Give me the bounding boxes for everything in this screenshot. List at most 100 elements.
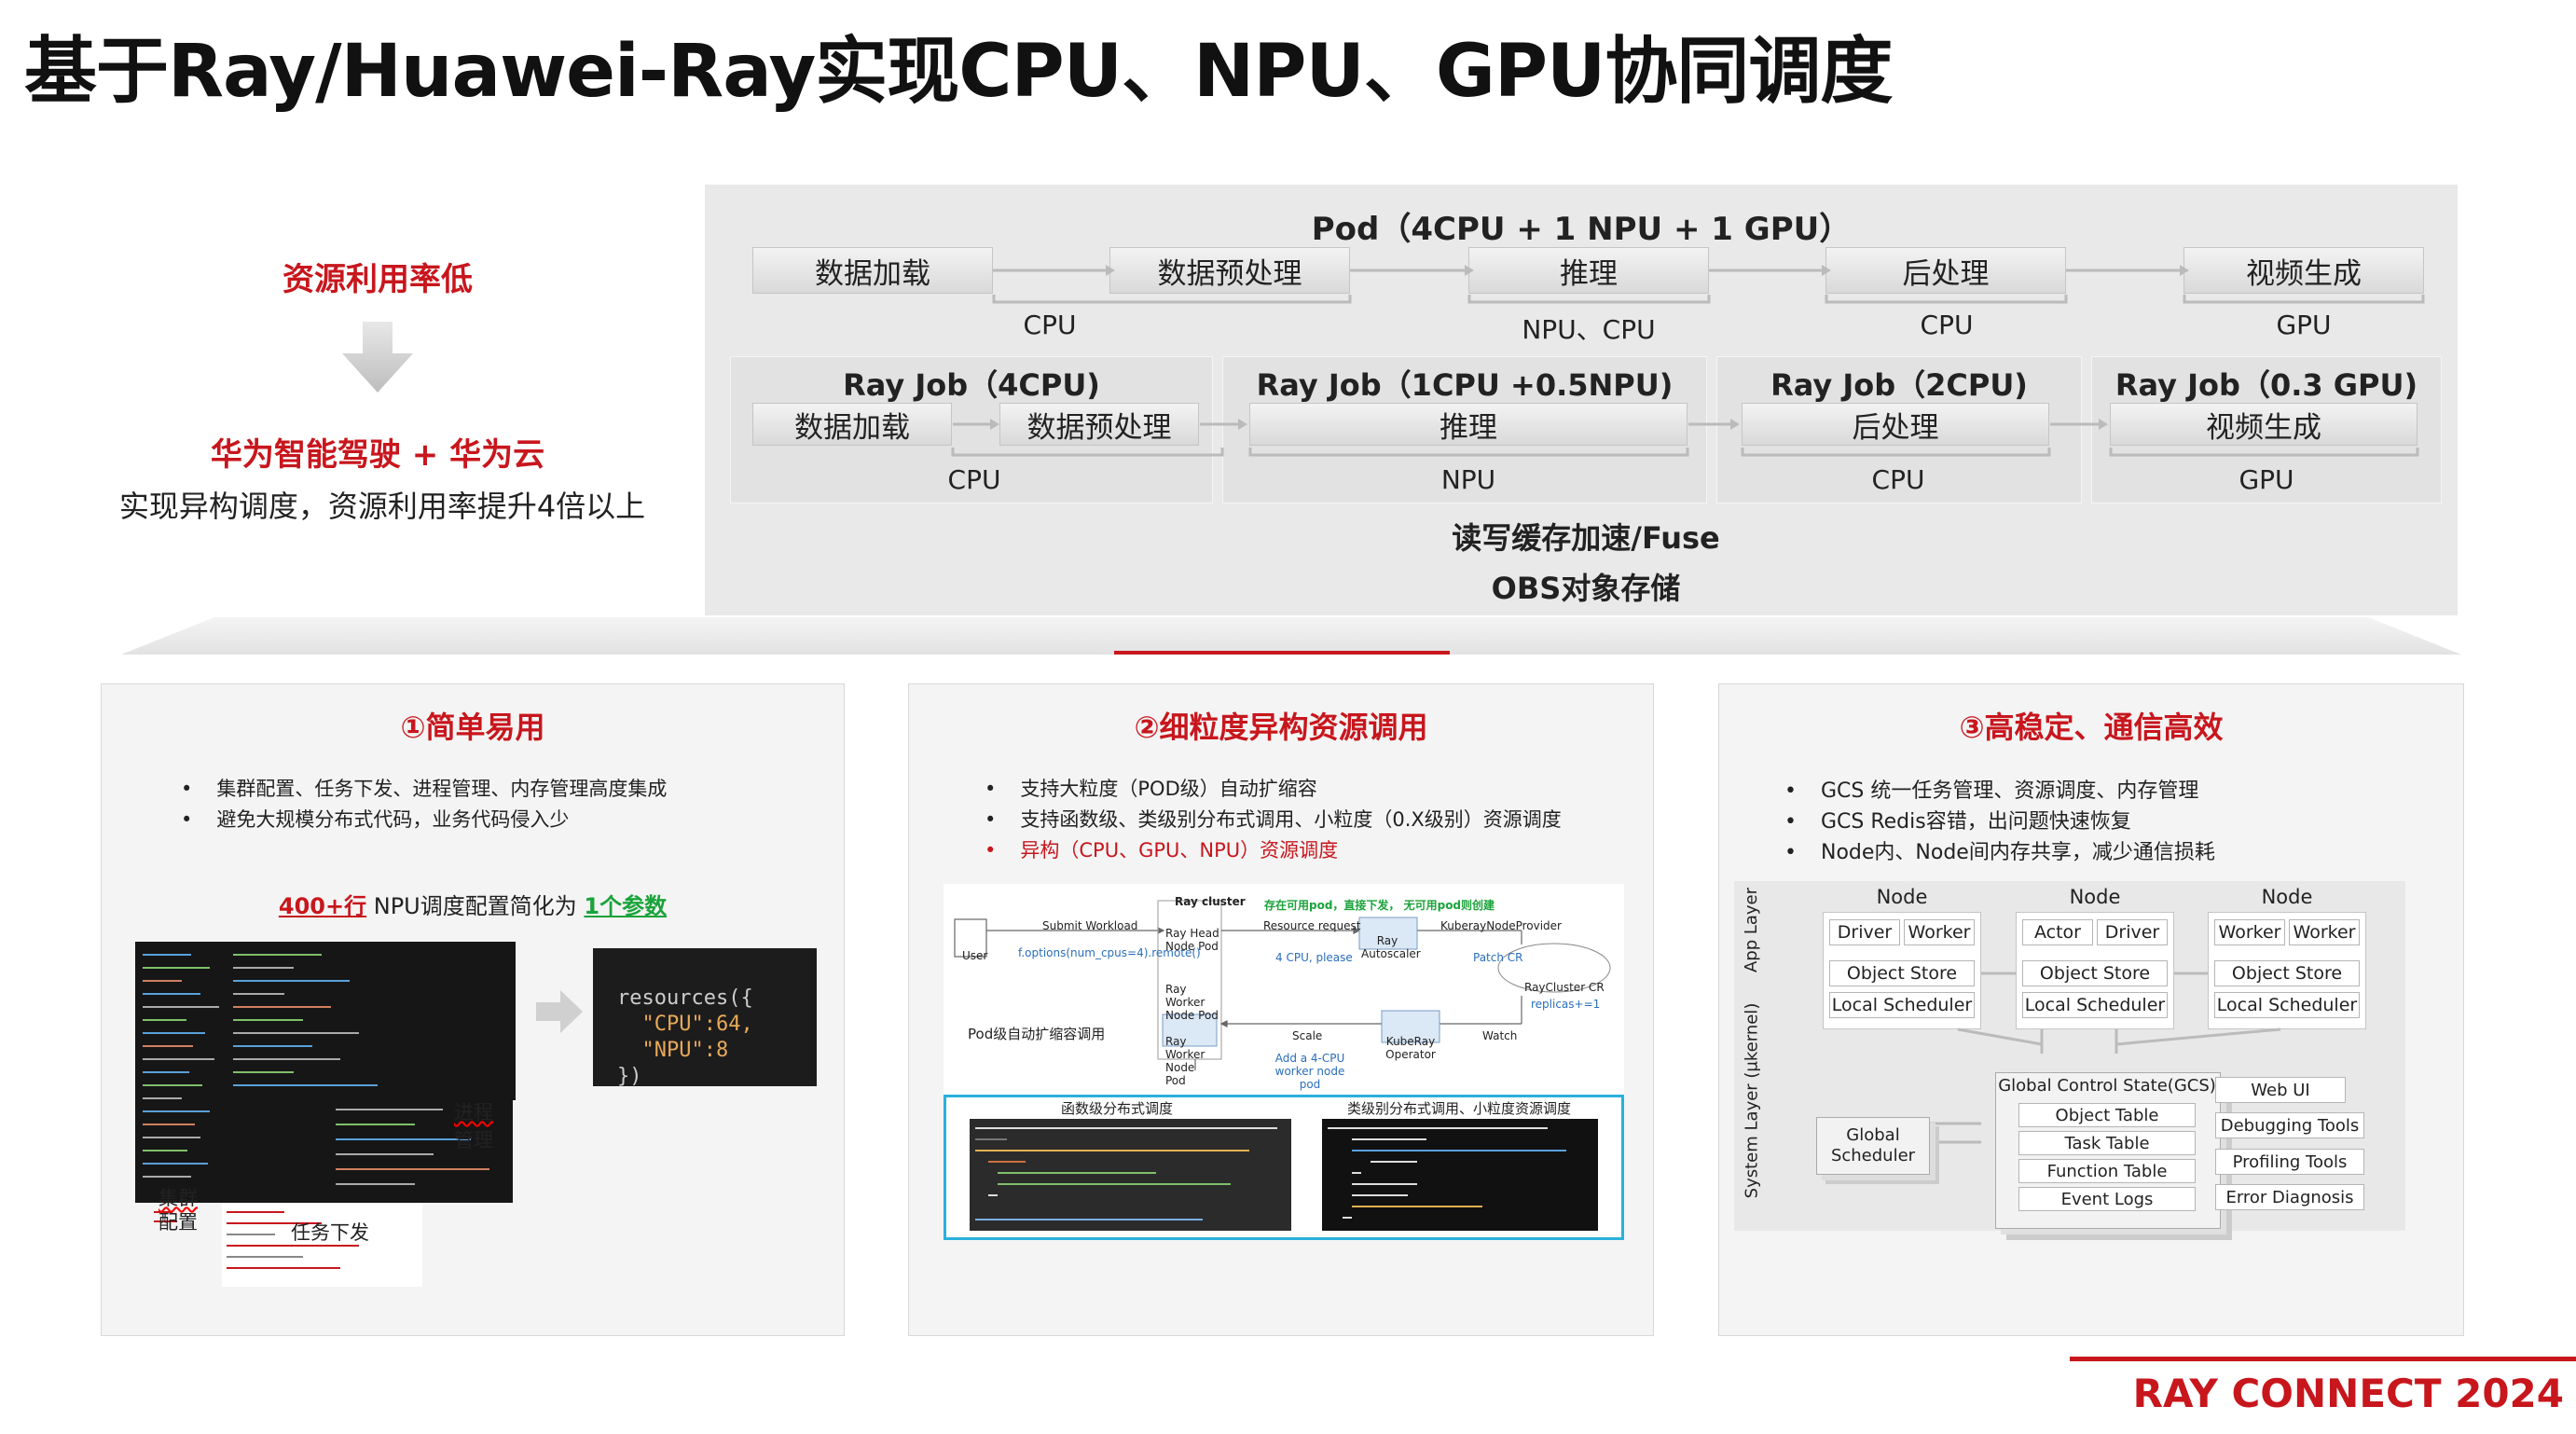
node1-object-store: Object Store <box>1829 960 1975 986</box>
pod-res-cpu-1: CPU <box>1023 310 1077 340</box>
tool-profiling: Profiling Tools <box>2215 1149 2364 1175</box>
pod-connectors <box>992 265 2425 304</box>
footer-line <box>2070 1357 2576 1361</box>
job1-box-preprocess: 数据预处理 <box>999 403 1199 446</box>
func-title: 函数级分布式调度 <box>1060 1100 1173 1117</box>
code-line-3: "NPU":8 <box>617 1039 729 1062</box>
tool-debugging: Debugging Tools <box>2215 1112 2364 1138</box>
pod-stage-load: 数据加载 <box>752 247 993 294</box>
node3-local-scheduler: Local Scheduler <box>2214 992 2360 1018</box>
pod-res-cpu-2: CPU <box>1920 310 1974 340</box>
node2-driver: Driver <box>2097 919 2168 945</box>
footer-brand: RAY CONNECT 2024 <box>2132 1371 2564 1416</box>
diag-patch: Patch CR <box>1473 951 1523 964</box>
code-label-cluster: 集群 配置 <box>158 1186 224 1234</box>
gcs-event-logs: Event Logs <box>2018 1187 2196 1211</box>
gcs-object-table: Object Table <box>2018 1103 2196 1127</box>
tool-web-ui: Web UI <box>2215 1077 2346 1103</box>
code-lines-decor <box>143 954 489 1269</box>
node2-local-scheduler: Local Scheduler <box>2022 992 2168 1018</box>
code-line-2: "CPU":64, <box>617 1013 753 1036</box>
gcs-task-table: Task Table <box>2018 1131 2196 1155</box>
node3-object-store: Object Store <box>2214 960 2360 986</box>
card2-bullet-1: 支持大粒度（POD级）自动扩缩容 <box>981 774 1652 805</box>
global-scheduler-box: Global Scheduler <box>1816 1117 1930 1175</box>
summary-lines: 400+行 <box>278 893 367 919</box>
summary-param: 1个参数 <box>584 893 668 919</box>
class-title: 类级别分布式调用、小粒度资源调度 <box>1346 1100 1571 1117</box>
card3-title: ③高稳定、通信高效 <box>1959 710 2224 745</box>
gcs-title: Global Control State(GCS) <box>1998 1076 2216 1096</box>
node-1-title: Node <box>1876 886 1928 908</box>
node3-worker-1: Worker <box>2214 919 2285 945</box>
pod-stage-postprocess: 后处理 <box>1825 247 2066 294</box>
job-connectors <box>951 419 2419 457</box>
card2-bullets: 支持大粒度（POD级）自动扩缩容 支持函数级、类级别分布式调用、小粒度（0.X级… <box>981 774 1652 866</box>
card1-summary: 400+行 NPU调度配置简化为 1个参数 <box>101 888 845 920</box>
autoscale-lines <box>954 900 1611 1070</box>
code-line-4: }) <box>617 1065 642 1088</box>
card3-bullet-1: GCS 统一任务管理、资源调度、内存管理 <box>1781 776 2452 807</box>
code-lines-decor-2 <box>975 1127 1566 1220</box>
summary-mid: NPU调度配置简化为 <box>366 893 585 919</box>
job3-box-postprocess: 后处理 <box>1742 403 2049 446</box>
card3-bullet-2: GCS Redis容错，出问题快速恢复 <box>1781 807 2452 837</box>
func-code-image <box>970 1119 1291 1231</box>
pod-stage-video: 视频生成 <box>2183 247 2424 294</box>
class-code-image <box>1322 1119 1598 1231</box>
card3-bullets: GCS 统一任务管理、资源调度、内存管理 GCS Redis容错，出问题快速恢复… <box>1781 776 2452 868</box>
diag-scale: Scale <box>1292 1029 1323 1042</box>
label-manage: 管理 <box>454 1129 493 1151</box>
diag-provider: KuberayNodeProvider <box>1440 919 1562 932</box>
node1-local-scheduler: Local Scheduler <box>1829 992 1975 1018</box>
job2-res: NPU <box>1440 464 1496 495</box>
job2-box-inference: 推理 <box>1249 403 1687 446</box>
diag-cr: RayCluster CR <box>1524 981 1605 994</box>
node-2-title: Node <box>2069 886 2121 908</box>
diag-head: Ray Head Node Pod <box>1165 927 1219 953</box>
pod-stage-preprocess: 数据预处理 <box>1109 247 1350 294</box>
diag-autoscaler: Ray Autoscaler <box>1361 934 1421 960</box>
node2-object-store: Object Store <box>2022 960 2168 986</box>
node1-driver: Driver <box>1829 919 1900 945</box>
card2-bullet-2: 支持函数级、类级别分布式调用、小粒度（0.X级别）资源调度 <box>981 805 1652 835</box>
code-line-1: resources({ <box>617 986 753 1010</box>
diag-green-note: 存在可用pod，直接下发， 无可用pod则创建 <box>1264 899 1495 912</box>
card2-title: ②细粒度异构资源调用 <box>1134 710 1428 745</box>
diag-worker2: Ray Worker Node Pod <box>1165 1035 1205 1087</box>
node-3-title: Node <box>2261 886 2313 908</box>
job-title-2: Ray Job（1CPU +0.5NPU) <box>1256 367 1674 403</box>
right-arrow-icon <box>536 990 583 1033</box>
diag-submit: Submit Workload <box>1042 919 1138 932</box>
diag-submit-sub: f.options(num_cpus=4).remote() <box>1018 946 1201 959</box>
resources-code-block: resources({ "CPU":64, "NPU":8 }) <box>593 948 817 1088</box>
diag-replicas: replicas+=1 <box>1531 998 1601 1011</box>
down-arrow-icon <box>342 322 413 393</box>
card1-bullets: 集群配置、任务下发、进程管理、内存管理高度集成 避免大规模分布式代码，业务代码侵… <box>177 774 830 835</box>
pod-res-gpu: GPU <box>2276 310 2332 340</box>
diag-ray-cluster: Ray cluster <box>1175 895 1246 908</box>
low-utilization-label: 资源利用率低 <box>282 261 473 298</box>
node3-worker-2: Worker <box>2289 919 2360 945</box>
label-dispatch: 任务下发 <box>291 1221 369 1244</box>
label-cluster: 集群 <box>158 1187 198 1209</box>
diag-watch: Watch <box>1482 1029 1518 1042</box>
job-title-1: Ray Job（4CPU) <box>843 367 1100 403</box>
card1-bullet-2: 避免大规模分布式代码，业务代码侵入少 <box>177 805 830 835</box>
pod-title: Pod（4CPU + 1 NPU + 1 GPU） <box>1311 211 1852 248</box>
diag-add: Add a 4-CPU worker node pod <box>1274 1052 1345 1091</box>
section-divider <box>121 617 2461 655</box>
page-title: 基于Ray/Huawei-Ray实现CPU、NPU、GPU协同调度 <box>24 30 1893 114</box>
diag-pod-scale: Pod级自动扩缩容调用 <box>968 1026 1106 1042</box>
label-process: 进程 <box>454 1101 493 1124</box>
pod-stage-inference: 推理 <box>1468 247 1709 294</box>
job4-res: GPU <box>2239 464 2294 495</box>
node2-actor: Actor <box>2022 919 2093 945</box>
diag-user: User <box>962 949 988 962</box>
card1-bullet-1: 集群配置、任务下发、进程管理、内存管理高度集成 <box>177 774 830 805</box>
label-config: 配置 <box>158 1211 198 1234</box>
huawei-label: 华为智能驾驶 + 华为云 <box>210 436 545 474</box>
diag-res-req: Resource request <box>1263 919 1361 932</box>
card1-title: ①简单易用 <box>400 710 545 745</box>
diag-operator: KubeRay Operator <box>1385 1035 1436 1061</box>
